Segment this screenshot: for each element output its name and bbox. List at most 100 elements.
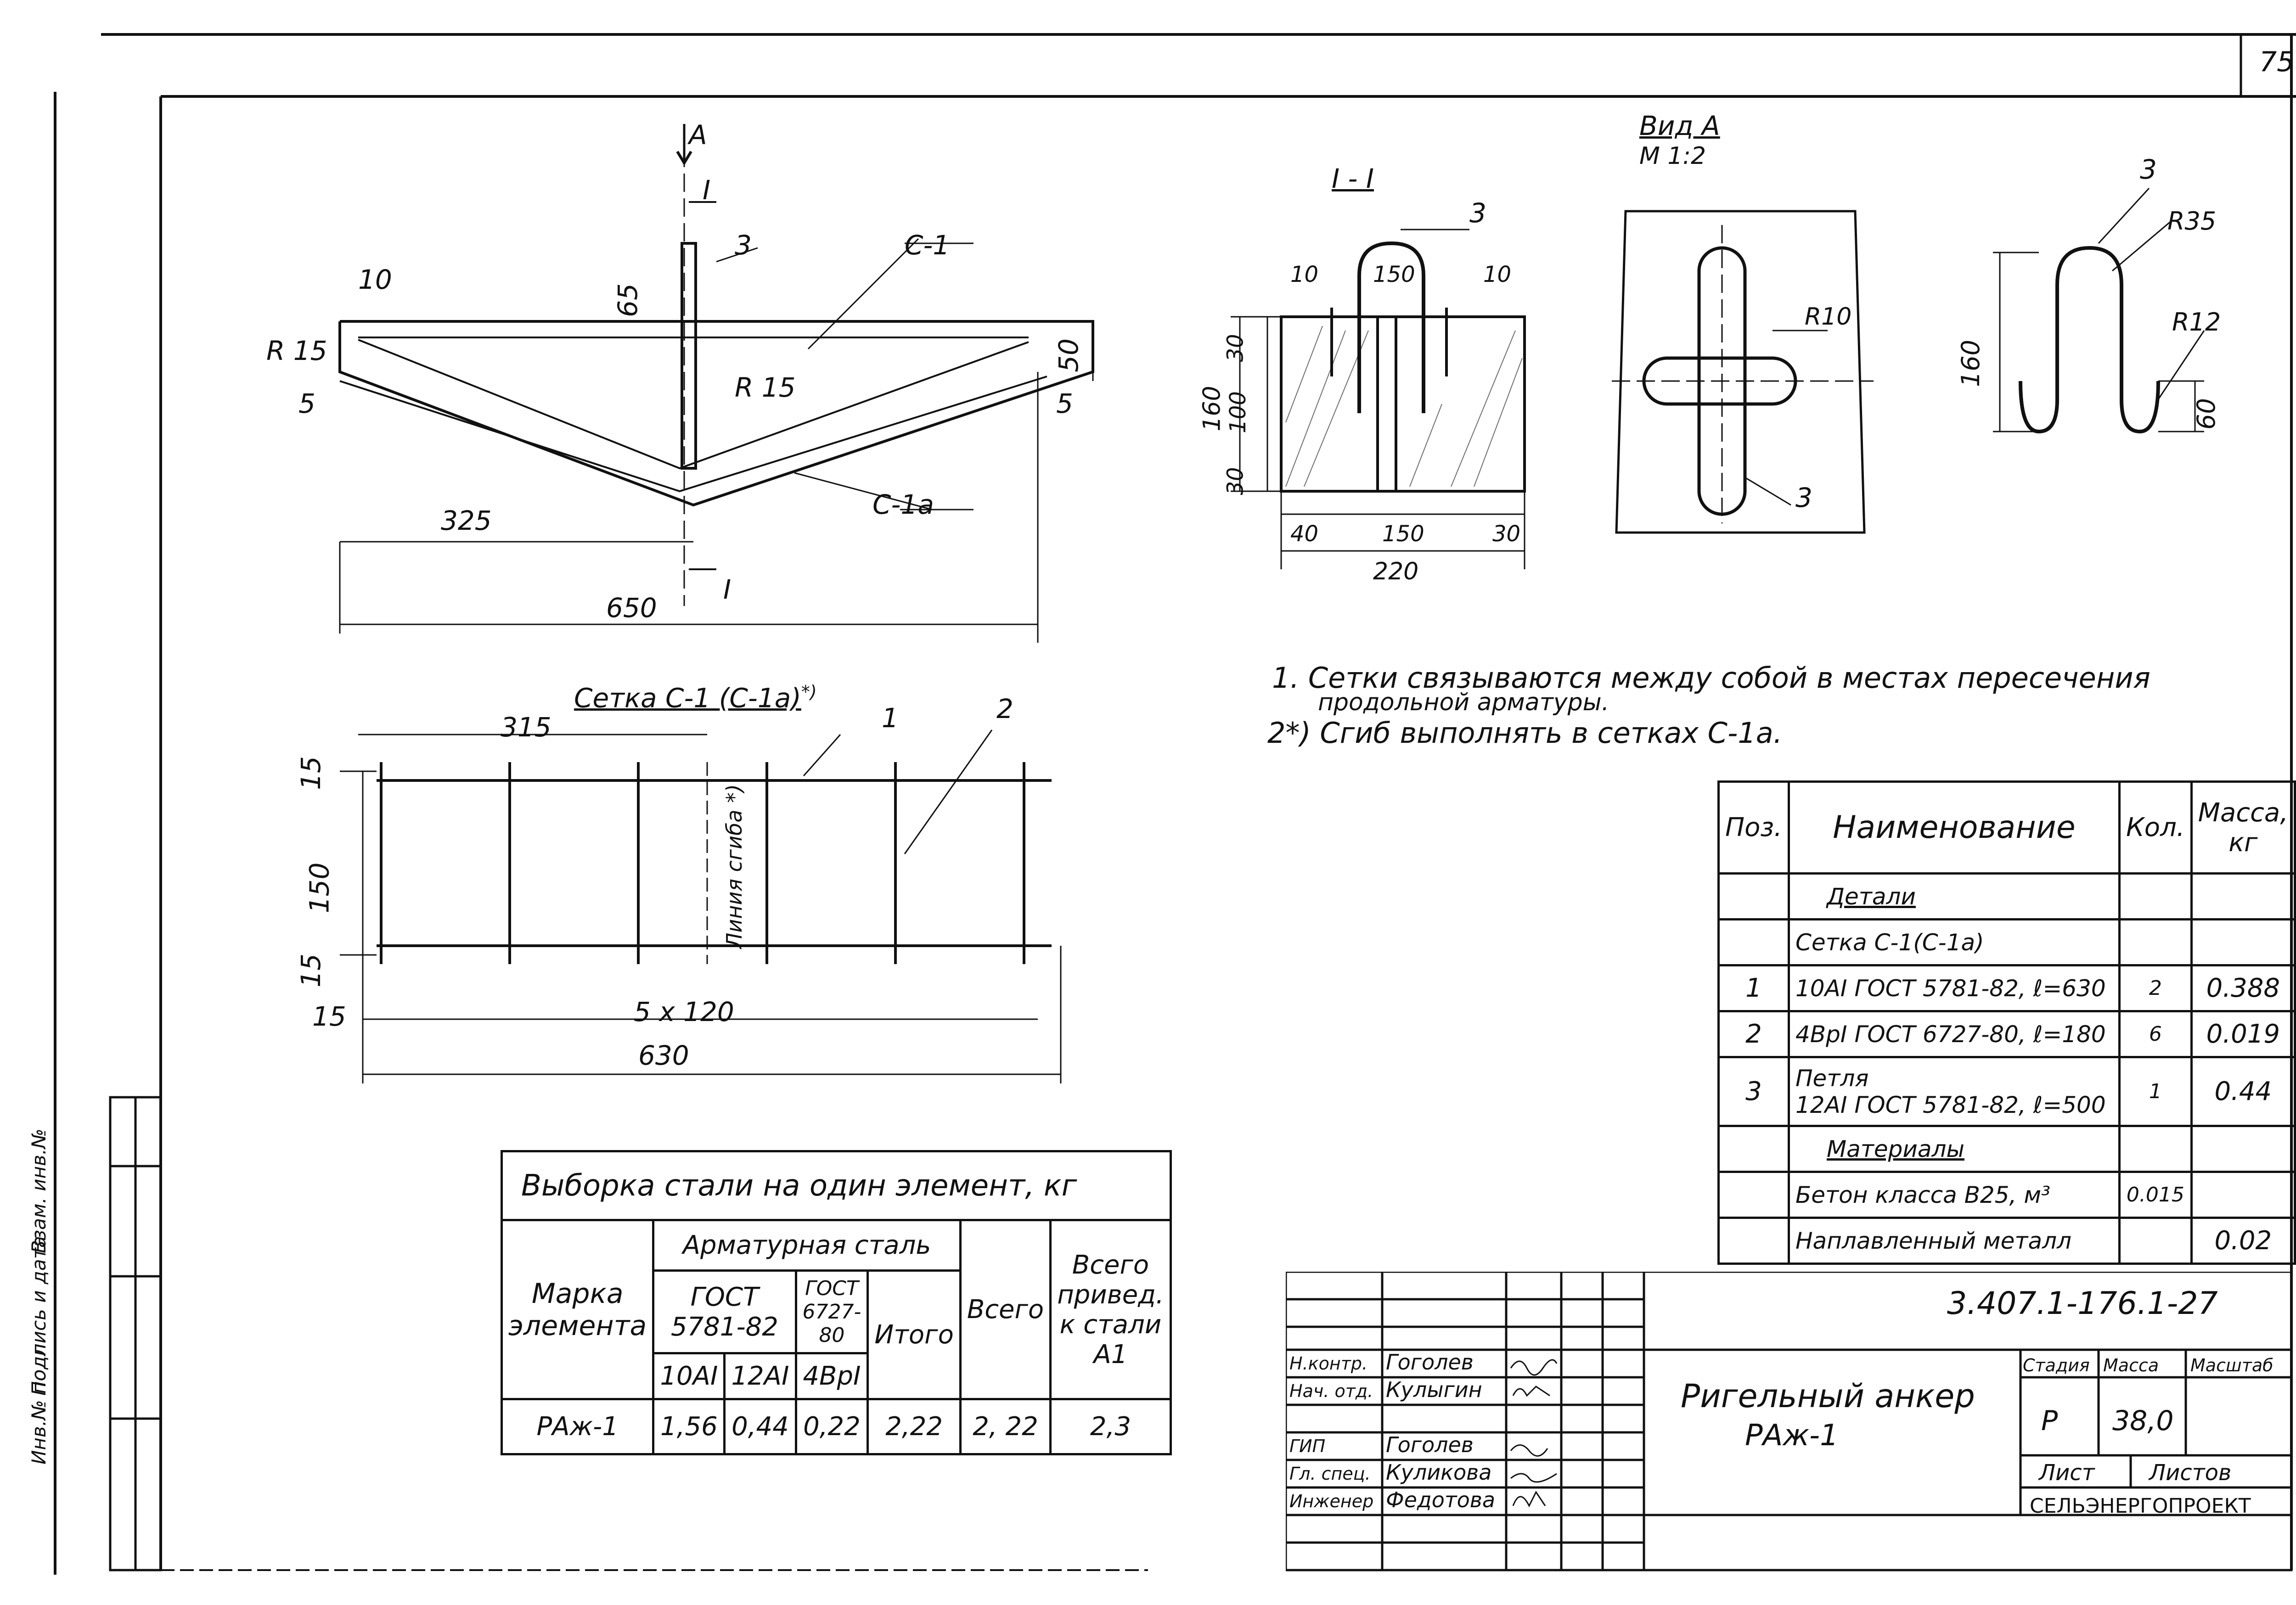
main-view-dim-r15-mid: R 15 <box>735 372 796 403</box>
note-2: 2*) Сгиб выполнять в сетках С-1а. <box>1267 716 1783 750</box>
spec-header-mass: Масса, кг <box>2190 780 2296 875</box>
mesh-dim-630: 630 <box>638 1040 689 1071</box>
spec-cell-name: Сетка С-1(С-1а) <box>1787 918 2121 966</box>
steel-row-vsego: 2, 22 <box>959 1398 1052 1455</box>
main-view-mesh-c1: С-1 <box>905 230 950 261</box>
steel-sub-12: 12АI <box>723 1352 797 1400</box>
mesh-pos-2: 2 <box>996 693 1013 724</box>
spec-cell-name: Наплавленный металл <box>1787 1217 2121 1265</box>
person-role: ГИП <box>1289 1436 1326 1456</box>
view-a-scale: М 1:2 <box>1639 142 1706 170</box>
person-role: Нач. отд. <box>1289 1381 1373 1401</box>
mesh-pos-1: 1 <box>882 702 899 734</box>
mesh-dim-315: 315 <box>501 712 551 743</box>
view-a-title: Вид А <box>1639 110 1720 141</box>
person-role: Н.контр. <box>1289 1353 1368 1374</box>
steel-row-total: 2,3 <box>1049 1398 1172 1455</box>
person-name: Куликова <box>1386 1460 1492 1485</box>
spec-cell-mass: 0.019 <box>2190 1010 2296 1058</box>
spec-cell-qty: 1 <box>2118 1056 2193 1127</box>
spec-cell-mass: 0.44 <box>2190 1056 2296 1127</box>
view-a-drawing <box>1612 210 1874 534</box>
person-name: Федотова <box>1386 1487 1496 1512</box>
steel-col-mark: Марка элемента <box>500 1219 655 1400</box>
spec-cell-mass <box>2190 1125 2296 1173</box>
person-name: Гоголев <box>1386 1432 1474 1457</box>
main-view-mesh-c1a: С-1а <box>872 489 934 520</box>
spec-cell-pos: 3 <box>1717 1056 1790 1127</box>
mesh-dim-15c: 15 <box>312 1001 346 1032</box>
steel-table: Выборка стали на один элемент, кг Марка … <box>500 1150 1172 1455</box>
main-view-dim-r15-left: R 15 <box>266 335 327 366</box>
note-1: 1. Сетки связываются между собой в места… <box>1272 661 2150 695</box>
spec-row: Сетка С-1(С-1а) <box>1717 918 2296 966</box>
loop-dim-60: 60 <box>2191 398 2221 430</box>
mesh-title: Сетка С-1 (С-1а)*) <box>574 682 817 713</box>
main-view-dim-10: 10 <box>358 264 392 295</box>
loop-dim-r12: R12 <box>2172 308 2221 337</box>
steel-col-gost1: ГОСТ 5781-82 <box>652 1269 797 1354</box>
main-view-section-label-bottom: I <box>723 574 732 605</box>
note-1-cont: продольной арматуры. <box>1318 689 1609 716</box>
stage-value: Р <box>2041 1405 2058 1437</box>
spec-row: Материалы <box>1717 1125 2296 1173</box>
sheet-label: Лист <box>2039 1460 2095 1486</box>
section-dim-40: 40 <box>1290 521 1319 547</box>
stage-label: Стадия <box>2023 1355 2090 1375</box>
spec-cell-name: Материалы <box>1787 1125 2121 1173</box>
steel-col-vsego: Всего <box>959 1219 1052 1400</box>
person-name: Гоголев <box>1386 1350 1474 1375</box>
person-role: Гл. спец. <box>1289 1464 1371 1484</box>
section-dim-10a: 10 <box>1290 262 1319 287</box>
steel-row-v12: 0,44 <box>723 1398 797 1455</box>
section-dim-150-bottom: 150 <box>1382 521 1424 547</box>
main-view-arrow-label: А <box>689 119 707 151</box>
steel-row-v10: 1,56 <box>652 1398 726 1455</box>
mesh-dim-5x120: 5 х 120 <box>634 996 734 1027</box>
loop-dim-r35: R35 <box>2167 207 2217 236</box>
mesh-drawing <box>340 730 1062 1083</box>
section-dim-220: 220 <box>1373 558 1419 585</box>
section-dim-30-right: 30 <box>1492 521 1521 547</box>
spec-cell-name: Бетон класса В25, м³ <box>1787 1171 2121 1219</box>
mesh-dim-15b: 15 <box>295 954 326 988</box>
side-stamp-replace: Взам. инв.№ <box>28 1128 50 1253</box>
mesh-bend-line: Линия сгиба *) <box>722 784 747 949</box>
steel-col-total: Всего привед. к стали А1 <box>1049 1219 1172 1400</box>
section-dim-10b: 10 <box>1483 262 1512 287</box>
spec-cell-pos <box>1717 918 1790 966</box>
spec-cell-mass <box>2190 1171 2296 1219</box>
spec-cell-mass: 0.02 <box>2190 1217 2296 1265</box>
steel-col-rebar: Арматурная сталь <box>652 1219 962 1272</box>
steel-row-mark: РАж-1 <box>500 1398 655 1455</box>
spec-cell-qty: 2 <box>2118 964 2193 1012</box>
spec-cell-qty: 6 <box>2118 1010 2193 1058</box>
steel-row-itogo: 2,22 <box>867 1398 962 1455</box>
spec-cell-name: 10АI ГОСТ 5781-82, ℓ=630 <box>1787 964 2121 1012</box>
steel-col-gost2: ГОСТ 6727-80 <box>794 1269 869 1354</box>
spec-cell-qty <box>2118 1125 2193 1173</box>
spec-cell-qty <box>2118 872 2193 920</box>
spec-cell-pos <box>1717 1171 1790 1219</box>
mass-label: Масса <box>2103 1355 2159 1375</box>
mass-value: 38,0 <box>2112 1405 2174 1437</box>
spec-cell-qty: 0.015 <box>2118 1171 2193 1219</box>
doc-name-line1: Ригельный анкер <box>1681 1377 1975 1415</box>
person-name: Кулыгин <box>1386 1377 1482 1402</box>
scale-label: Масштаб <box>2190 1355 2273 1375</box>
steel-col-itogo: Итого <box>867 1269 962 1400</box>
steel-sub-10: 10АI <box>652 1352 726 1400</box>
mesh-title-text: Сетка С-1 (С-1а) <box>574 682 801 714</box>
spec-cell-pos <box>1717 872 1790 920</box>
main-view-dim-65: 65 <box>612 283 643 317</box>
steel-row-v4: 0,22 <box>794 1398 869 1455</box>
section-dim-100: 100 <box>1225 391 1251 433</box>
signatures <box>1510 1359 1558 1508</box>
mesh-title-note: *) <box>801 682 817 702</box>
